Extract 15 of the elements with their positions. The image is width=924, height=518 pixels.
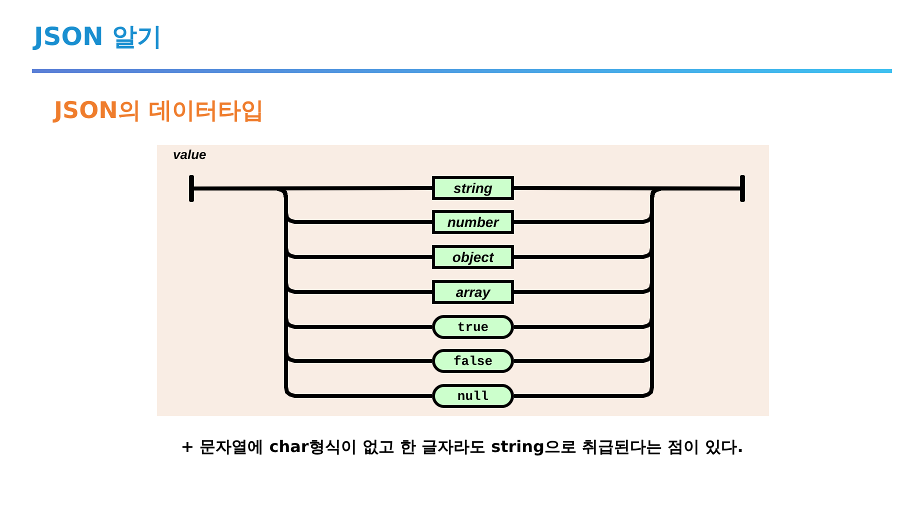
nonterminal-box: string bbox=[432, 176, 514, 200]
terminal-pill: null bbox=[432, 384, 514, 408]
terminal-pill: false bbox=[432, 349, 514, 373]
track-line bbox=[194, 186, 432, 398]
track-line bbox=[514, 186, 740, 398]
nonterminal-box: number bbox=[432, 210, 514, 234]
terminal-pill: true bbox=[432, 315, 514, 339]
diagram-label: value bbox=[173, 147, 206, 162]
slide-title: JSON 알기 bbox=[34, 21, 162, 53]
note-text: + 문자열에 char형식이 없고 한 글자라도 string으로 취급된다는 점이 있다. bbox=[180, 437, 744, 458]
end-bar bbox=[740, 175, 745, 202]
nonterminal-box: object bbox=[432, 245, 514, 269]
section-heading: JSON의 데이터타입 bbox=[54, 97, 264, 126]
end-bar bbox=[189, 175, 194, 202]
nonterminal-box: array bbox=[432, 280, 514, 304]
